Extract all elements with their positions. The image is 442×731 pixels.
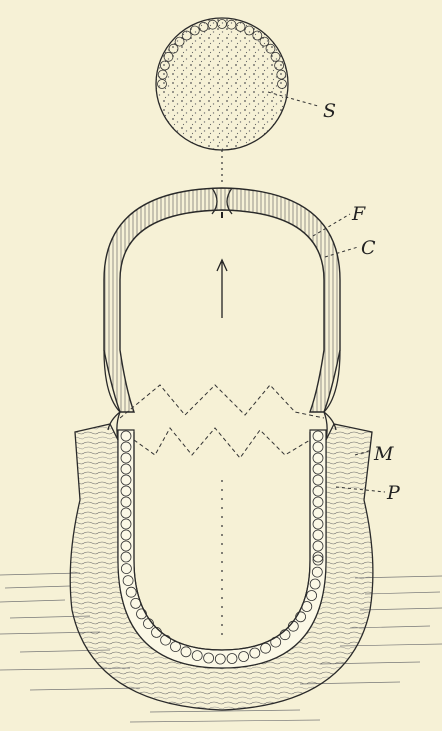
label-C: C	[361, 237, 376, 259]
label-P: P	[386, 482, 401, 504]
cell-layer-P	[118, 430, 326, 668]
label-M: M	[373, 443, 394, 465]
zigzag-dashed	[120, 385, 324, 458]
sphere-S	[156, 18, 288, 150]
upward-arrow-icon	[217, 260, 227, 318]
lower-cavity	[134, 432, 310, 650]
label-F: F	[351, 203, 366, 225]
label-S: S	[323, 100, 336, 122]
